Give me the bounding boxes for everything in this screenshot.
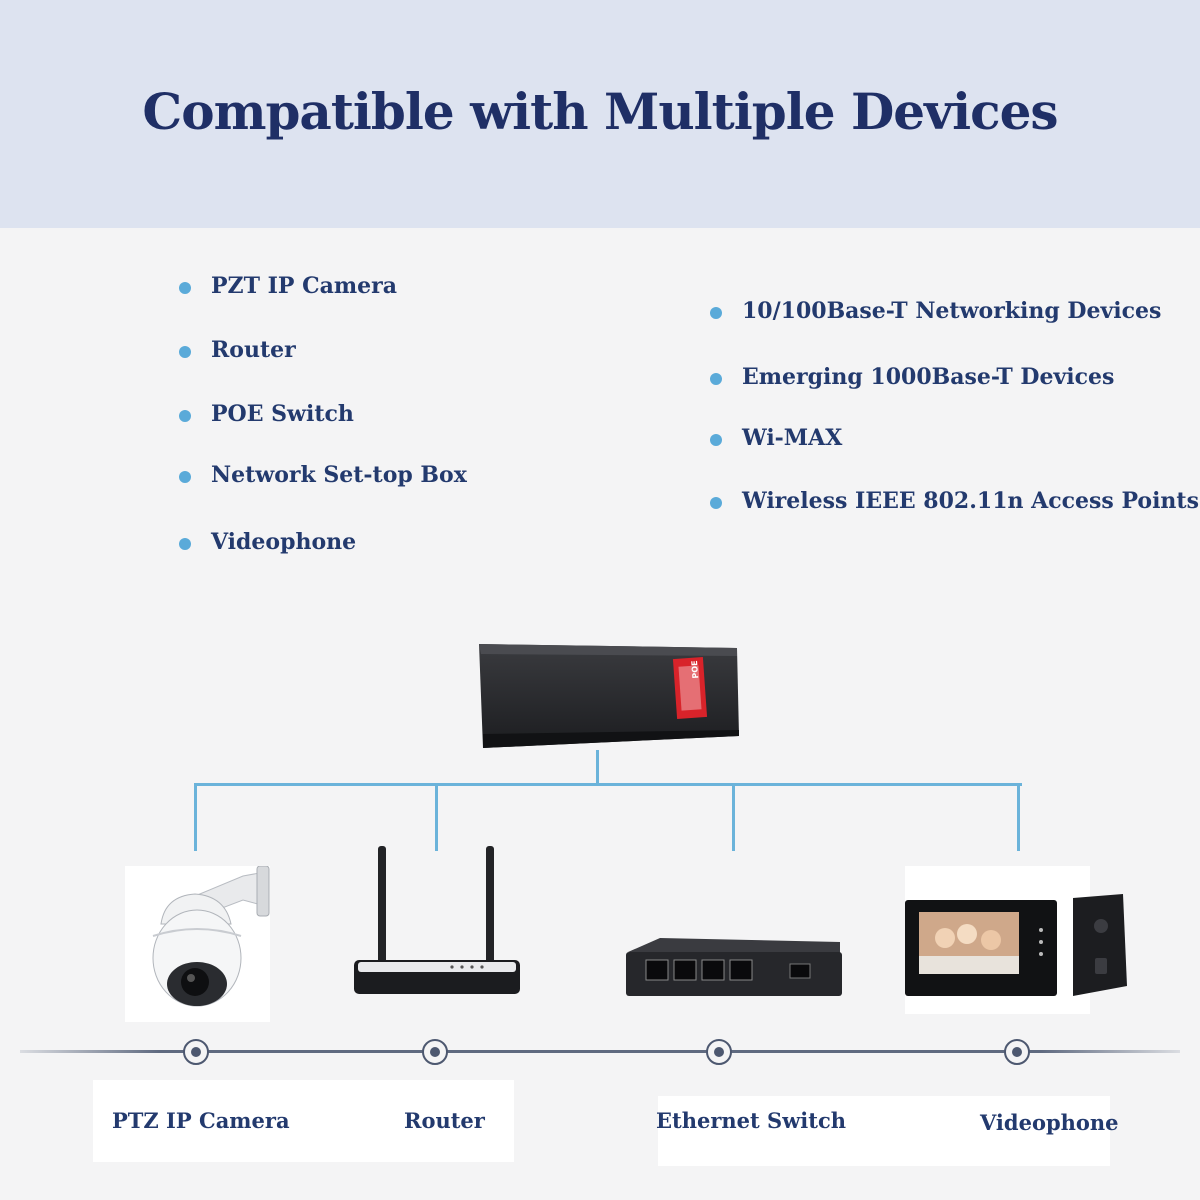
header-banner [0, 0, 1200, 228]
bullet-icon [710, 497, 722, 509]
poe-injector-icon [475, 638, 741, 750]
bullet-icon [179, 346, 191, 358]
videophone-card [905, 866, 1127, 1014]
bullet-icon [710, 307, 722, 319]
label-box [93, 1080, 514, 1162]
poe-badge: POE [689, 660, 701, 679]
ethernet-switch-icon [626, 938, 842, 996]
connector-line [732, 783, 735, 851]
connector-line [194, 783, 197, 851]
bullet-icon [710, 373, 722, 385]
bullet-icon [179, 282, 191, 294]
router-icon [354, 846, 520, 994]
device-label-router: Router [404, 1108, 485, 1133]
bullet-icon [710, 434, 722, 446]
baseline-divider [20, 1050, 1180, 1053]
router-card [352, 842, 522, 998]
device-label-videophone: Videophone [980, 1110, 1119, 1135]
ptz-camera-icon [152, 865, 270, 1007]
node-icon [183, 1039, 209, 1065]
connector-line [194, 783, 1022, 786]
bullet-icon [179, 538, 191, 550]
videophone-icon [905, 894, 1127, 996]
bullet-icon [179, 471, 191, 483]
connector-line [596, 750, 599, 785]
ethernet-switch-card [620, 930, 845, 1000]
node-icon [1004, 1039, 1030, 1065]
device-label-ethernet-switch: Ethernet Switch [656, 1108, 847, 1133]
connector-line [1017, 783, 1020, 851]
label-box [658, 1096, 1110, 1166]
node-icon [706, 1039, 732, 1065]
node-icon [422, 1039, 448, 1065]
device-label-ptz-camera: PTZ IP Camera [112, 1108, 290, 1133]
page-title: Compatible with Multiple Devices [142, 82, 1058, 141]
ptz-camera-card [125, 865, 270, 1022]
connector-line [435, 783, 438, 851]
bullet-icon [179, 410, 191, 422]
